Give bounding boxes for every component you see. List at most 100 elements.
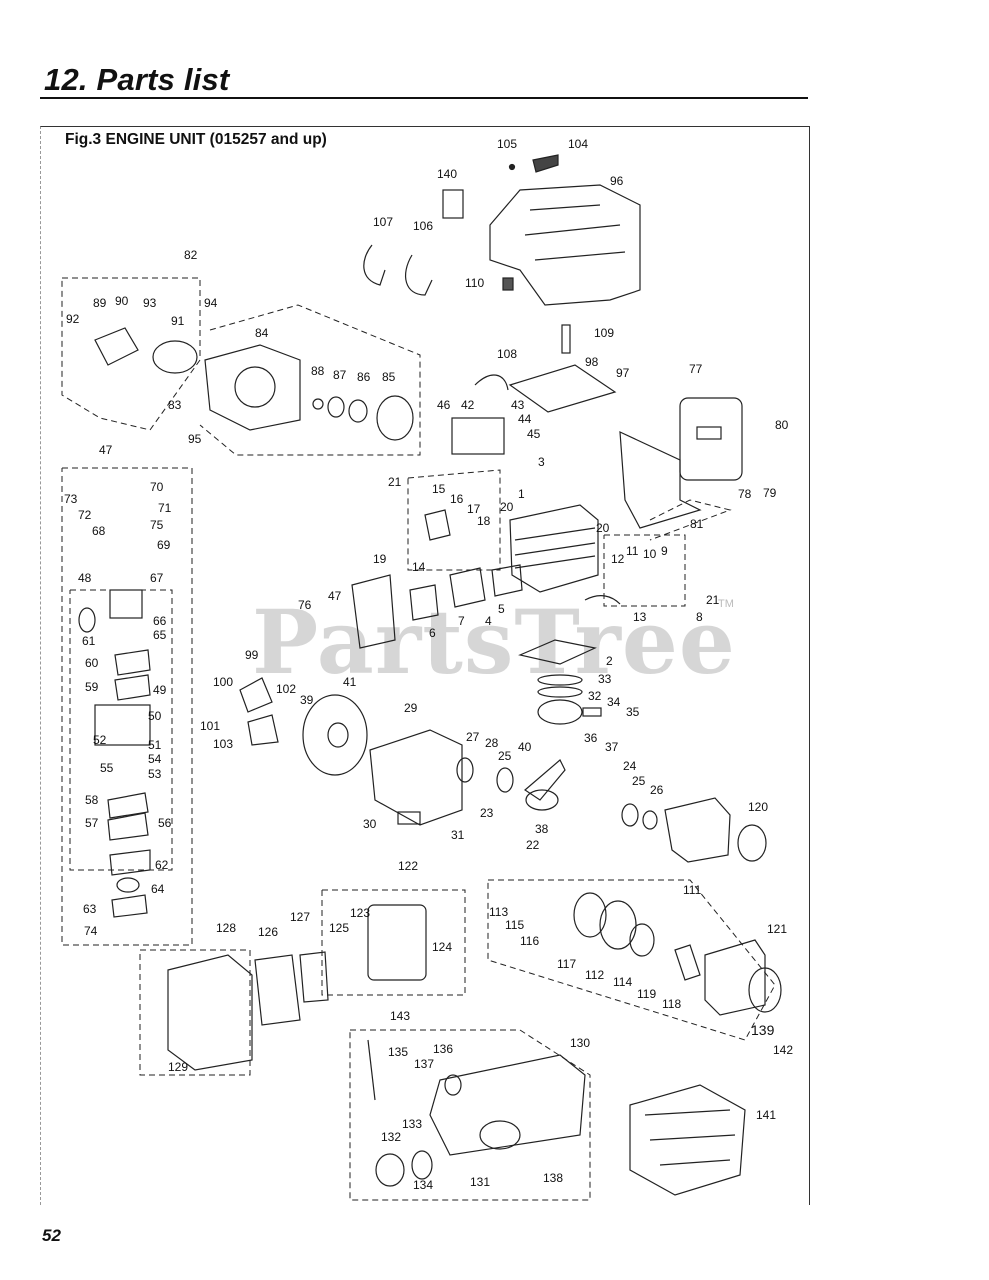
part-99-clutch-shoe bbox=[239, 677, 273, 713]
part-44-intake bbox=[451, 417, 505, 455]
callout-131: 131 bbox=[470, 1175, 491, 1189]
callout-61: 61 bbox=[82, 634, 96, 648]
callout-10: 10 bbox=[643, 547, 657, 561]
callout-93: 93 bbox=[143, 296, 157, 310]
callout-67: 67 bbox=[150, 571, 164, 585]
part-106-clip bbox=[404, 254, 433, 296]
figure-caption: Fig.3 ENGINE UNIT (015257 and up) bbox=[65, 131, 327, 148]
callout-60: 60 bbox=[85, 656, 99, 670]
part-126-element bbox=[254, 954, 301, 1026]
callout-27: 27 bbox=[466, 730, 480, 744]
callout-113: 113 bbox=[489, 905, 509, 919]
callout-138: 138 bbox=[543, 1171, 564, 1185]
callout-123: 123 bbox=[350, 906, 371, 920]
callout-125: 125 bbox=[329, 921, 350, 935]
callout-102: 102 bbox=[276, 682, 297, 696]
part-2-gasket bbox=[518, 639, 597, 665]
callout-84: 84 bbox=[255, 326, 269, 340]
callout-40: 40 bbox=[518, 740, 532, 754]
callout-38: 38 bbox=[535, 822, 549, 836]
callout-83: 83 bbox=[168, 398, 182, 412]
callout-3: 3 bbox=[538, 455, 545, 469]
part-62-cover bbox=[109, 849, 151, 876]
callout-58: 58 bbox=[85, 793, 99, 807]
part-1-cylinder-fins bbox=[514, 527, 596, 569]
callout-26: 26 bbox=[650, 783, 664, 797]
part-84-housing bbox=[204, 344, 301, 431]
part-85-drum bbox=[376, 395, 414, 441]
part-109-spark-plug bbox=[561, 324, 571, 354]
callout-124: 124 bbox=[432, 940, 453, 954]
callout-111: 111 bbox=[683, 883, 702, 897]
callout-42: 42 bbox=[461, 398, 475, 412]
part-130-fuel-tank bbox=[429, 1054, 586, 1156]
group-81-outline bbox=[649, 499, 732, 541]
callout-63: 63 bbox=[83, 902, 97, 916]
part-48-carburetor-body bbox=[109, 589, 143, 619]
callout-91: 91 bbox=[171, 314, 185, 328]
callout-14: 14 bbox=[412, 560, 426, 574]
part-5-gasket bbox=[491, 564, 523, 597]
watermark: PartsTree bbox=[252, 590, 736, 694]
callout-53: 53 bbox=[148, 767, 162, 781]
callout-103: 103 bbox=[213, 737, 234, 751]
part-58-gasket bbox=[107, 792, 149, 819]
title-rule bbox=[40, 97, 808, 99]
group-82-outline bbox=[61, 277, 201, 431]
callout-132: 132 bbox=[381, 1130, 402, 1144]
callout-82: 82 bbox=[184, 248, 198, 262]
callout-19: 19 bbox=[373, 552, 387, 566]
callout-35: 35 bbox=[626, 705, 640, 719]
callout-32: 32 bbox=[588, 689, 602, 703]
callout-134: 134 bbox=[413, 1178, 434, 1192]
part-128-air-cleaner-cover bbox=[167, 954, 253, 1071]
callout-57: 57 bbox=[85, 816, 99, 830]
callout-25-right: 25 bbox=[632, 774, 646, 788]
part-141-guard-ribs bbox=[644, 1109, 736, 1166]
callout-89: 89 bbox=[93, 296, 107, 310]
callout-94: 94 bbox=[204, 296, 218, 310]
group-84-outline bbox=[199, 304, 421, 456]
callout-31: 31 bbox=[451, 828, 465, 842]
callout-13: 13 bbox=[633, 610, 647, 624]
callout-45: 45 bbox=[527, 427, 541, 441]
callout-59: 59 bbox=[85, 680, 99, 694]
callout-70: 70 bbox=[150, 480, 164, 494]
trademark-mark: TM bbox=[718, 598, 734, 610]
part-50-pump-body bbox=[94, 704, 151, 746]
callout-43: 43 bbox=[511, 398, 525, 412]
part-34-pin bbox=[582, 707, 602, 717]
group-122-outline bbox=[321, 889, 466, 996]
callout-39: 39 bbox=[300, 693, 314, 707]
callout-76: 76 bbox=[298, 598, 312, 612]
callout-110: 110 bbox=[465, 276, 485, 290]
callout-24: 24 bbox=[623, 759, 637, 773]
callout-1: 1 bbox=[518, 487, 525, 501]
callout-41: 41 bbox=[343, 675, 357, 689]
callout-117: 117 bbox=[557, 957, 577, 971]
callout-20-right: 20 bbox=[596, 521, 610, 535]
callout-115: 115 bbox=[505, 918, 525, 932]
callout-122: 122 bbox=[398, 859, 419, 873]
callout-62: 62 bbox=[155, 858, 169, 872]
callout-126: 126 bbox=[258, 925, 279, 939]
callout-129: 129 bbox=[168, 1060, 189, 1074]
callout-88: 88 bbox=[311, 364, 325, 378]
callout-100: 100 bbox=[213, 675, 234, 689]
part-38-crankshaft-rod bbox=[524, 759, 566, 801]
part-13-pipe bbox=[584, 595, 621, 605]
callout-77: 77 bbox=[689, 362, 703, 376]
part-114-pulley bbox=[629, 923, 655, 957]
group-14-outline bbox=[407, 469, 501, 571]
section-title: 12. Parts list bbox=[44, 62, 230, 97]
callout-29: 29 bbox=[404, 701, 418, 715]
part-25-bearing bbox=[496, 767, 514, 793]
part-104-cap bbox=[532, 154, 559, 173]
group-111-outline bbox=[487, 879, 776, 1041]
callout-78: 78 bbox=[738, 487, 752, 501]
part-110-grommet bbox=[502, 277, 514, 291]
callout-65: 65 bbox=[153, 628, 167, 642]
callout-74: 74 bbox=[84, 924, 98, 938]
part-112-reel bbox=[599, 900, 637, 950]
part-117-spring bbox=[573, 892, 607, 938]
